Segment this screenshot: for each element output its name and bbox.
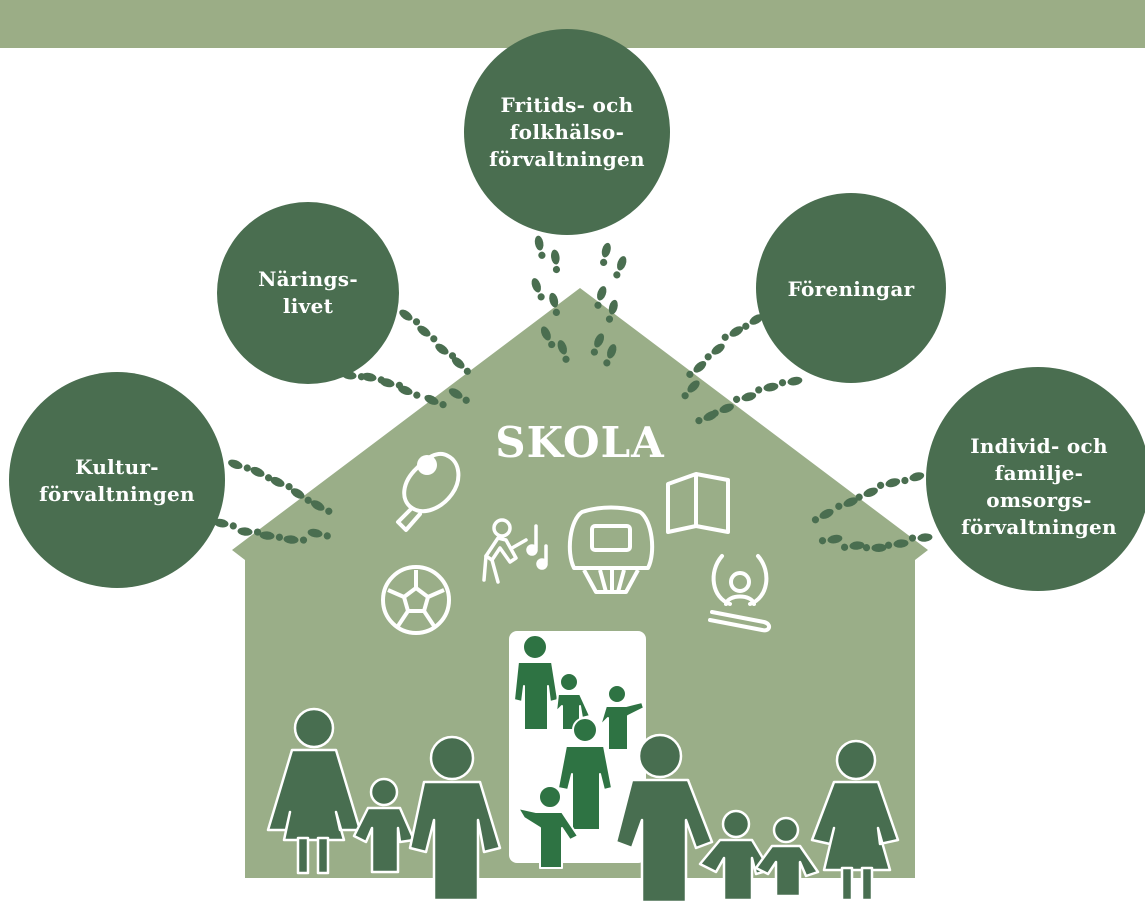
circle-naringslivet <box>217 202 399 384</box>
label-fritids: Fritids- och folkhälso- förvaltningen <box>489 92 645 171</box>
circle-kultur <box>9 372 225 588</box>
door-people <box>513 634 645 869</box>
open-book-icon <box>666 472 730 534</box>
label-individ: Individ- och familje- omsorgs- förvaltni… <box>961 434 1117 539</box>
label-kultur: Kultur- förvaltningen <box>39 455 195 506</box>
family-right <box>614 733 900 904</box>
circle-foreningar <box>756 193 946 383</box>
football-icon <box>381 565 451 635</box>
circle-fritids <box>464 29 670 235</box>
basketball-hoop-icon <box>567 505 655 594</box>
table-tennis-icon <box>396 451 461 532</box>
label-foreningar: Föreningar <box>787 276 915 301</box>
dancing-child-music-icon <box>482 518 548 584</box>
family-left <box>266 707 502 902</box>
school-house <box>232 288 928 878</box>
meditation-icon <box>708 554 771 633</box>
label-naringslivet: Närings- livet <box>258 267 358 318</box>
school-title: SKOLA <box>495 417 665 467</box>
circle-individ <box>926 367 1145 591</box>
